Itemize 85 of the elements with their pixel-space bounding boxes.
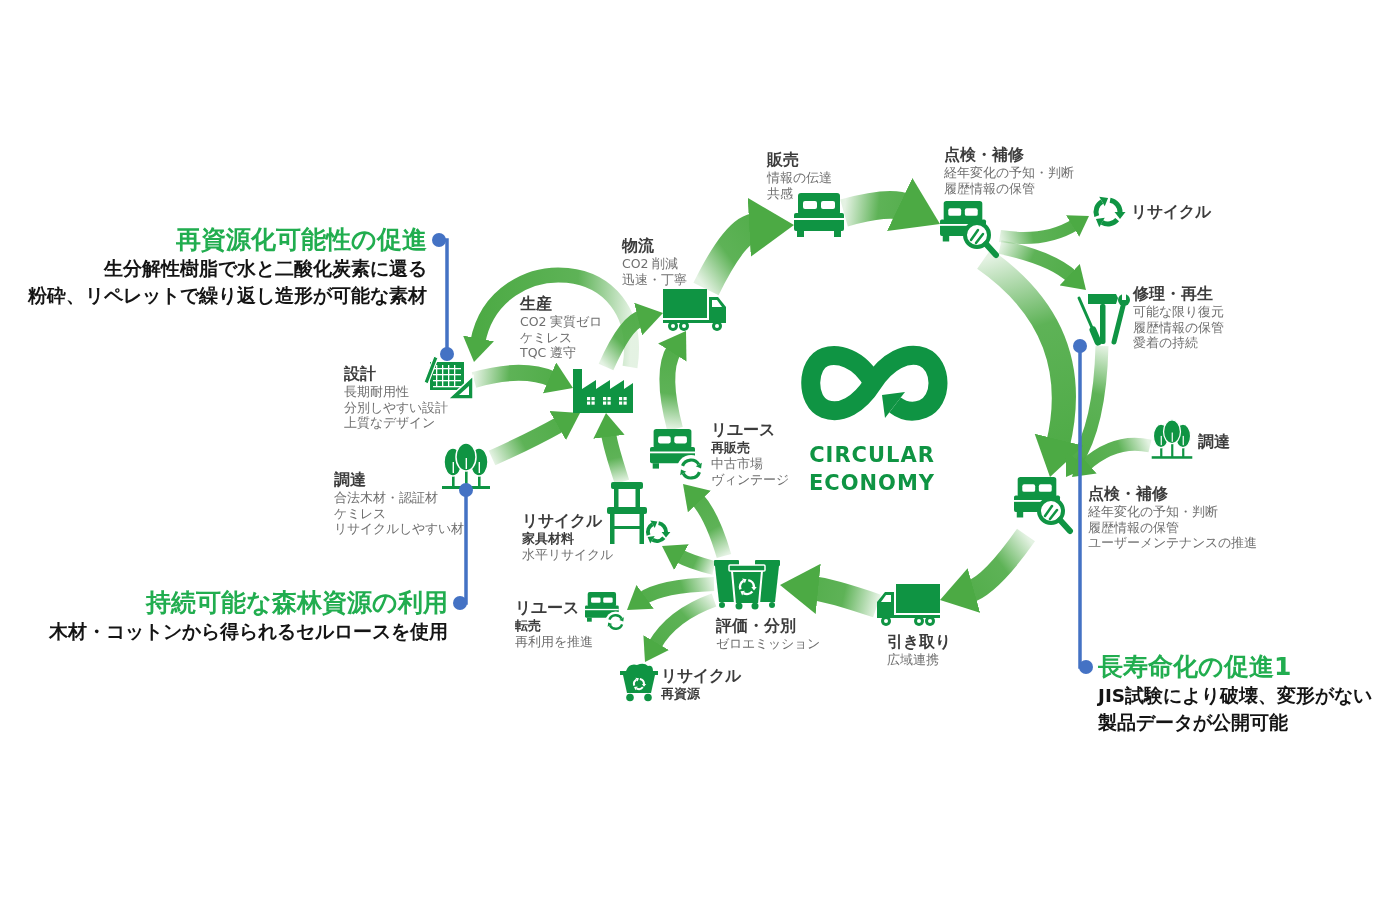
stage-note: 長期耐用性 xyxy=(344,384,409,400)
arrow xyxy=(998,240,1087,290)
factory-icon xyxy=(573,367,633,413)
stage-title: 物流 xyxy=(622,236,654,256)
stage-note: 情報の伝達 xyxy=(767,170,832,186)
callout-text: 粉砕、リペレットで繰り返し造形が可能な素材 xyxy=(28,284,427,308)
stage-title: 生産 xyxy=(520,294,552,314)
stage-note: 中古市場 xyxy=(711,456,763,472)
stage-note: TQC 遵守 xyxy=(520,345,577,361)
stage-subtitle: 家具材料 xyxy=(522,531,574,547)
stage-subtitle: 再販売 xyxy=(711,440,750,456)
arrow xyxy=(1065,345,1109,478)
stage-note: 上質なデザイン xyxy=(344,415,435,431)
stage-note: 水平リサイクル xyxy=(522,547,613,563)
stage-title: 設計 xyxy=(344,364,376,384)
stage-note: 分別しやすい設計 xyxy=(344,399,448,415)
recycling-cart-icon xyxy=(619,662,659,702)
stage-subtitle: 再資源 xyxy=(661,686,700,702)
stage-title: 調達 xyxy=(334,470,366,490)
chair-recycle-icon xyxy=(605,482,671,546)
stage-note: CO2 実質ゼロ xyxy=(520,314,603,330)
arrow xyxy=(657,330,688,431)
callout-text: 生分解性樹脂で水と二酸化炭素に還る xyxy=(104,257,427,281)
stage-note: 共感 xyxy=(767,185,793,201)
stage-note: 合法木材・認証材 xyxy=(334,490,438,506)
stage-note: ユーザーメンテナンスの推進 xyxy=(1088,535,1257,551)
arrow xyxy=(999,215,1090,244)
stage-title: 修理・再生 xyxy=(1133,284,1213,304)
bed-icon xyxy=(794,193,844,238)
stage-title: リユース xyxy=(515,598,579,618)
drafting-icon xyxy=(422,354,474,400)
stage-note: ケミレス xyxy=(520,329,572,345)
stage-title: 調達 xyxy=(1198,432,1230,452)
stage-title: リサイクル xyxy=(1131,202,1211,222)
stage-title: リサイクル xyxy=(661,666,741,686)
stage-note: リサイクルしやすい材 xyxy=(334,521,464,537)
stage-note: 可能な限り復元 xyxy=(1133,304,1224,320)
leader-line xyxy=(453,483,473,610)
stage-title: 評価・分別 xyxy=(716,616,796,636)
arrow xyxy=(593,413,630,485)
stage-title: 販売 xyxy=(767,150,799,170)
stage-note: 再利用を推進 xyxy=(515,634,593,650)
leader-line xyxy=(1073,339,1093,674)
center-title: CIRCULAR ECONOMY xyxy=(807,442,937,497)
stage-note: 履歴情報の保管 xyxy=(944,180,1035,196)
stage-note: CO2 削減 xyxy=(622,256,679,272)
arrow xyxy=(463,267,639,368)
arrow xyxy=(488,410,581,466)
arrow xyxy=(940,528,1035,612)
callout-text: JIS試験により破壊、変形がない製品データが公開可能 xyxy=(1098,684,1374,735)
callout-heading: 再資源化可能性の促進 xyxy=(176,225,427,255)
callout-heading: 持続可能な森林資源の利用 xyxy=(146,588,448,618)
stage-note: 履歴情報の保管 xyxy=(1088,519,1179,535)
stage-note: ケミレス xyxy=(334,505,386,521)
stage-title: 点検・補修 xyxy=(1088,484,1168,504)
truck-icon xyxy=(877,584,940,626)
stage-subtitle: 転売 xyxy=(515,618,541,634)
stage-note: 経年変化の予知・判断 xyxy=(944,165,1074,181)
arrow xyxy=(598,303,663,371)
stage-note: 広域連携 xyxy=(887,652,939,668)
arrow xyxy=(840,177,942,233)
arrow xyxy=(780,563,881,618)
stage-title: リサイクル xyxy=(522,511,602,531)
trees-icon xyxy=(1150,419,1194,460)
callout-heading: 長寿命化の促進1 xyxy=(1098,652,1292,682)
arrow xyxy=(471,362,574,394)
stage-note: 履歴情報の保管 xyxy=(1133,319,1224,335)
stage-note: 経年変化の予知・判断 xyxy=(1088,504,1218,520)
arrow xyxy=(643,593,717,662)
stage-title: 点検・補修 xyxy=(944,145,1024,165)
arrow xyxy=(661,544,716,575)
stage-note: 愛着の持続 xyxy=(1133,335,1198,351)
arrow xyxy=(626,577,715,610)
stage-note: 迅速・丁寧 xyxy=(622,271,687,287)
callout-text: 木材・コットンから得られるセルロースを使用 xyxy=(49,620,448,644)
stage-title: リユース xyxy=(711,420,775,440)
bed-magnifier-icon xyxy=(940,201,1000,259)
trees-icon xyxy=(440,442,492,490)
stage-note: ゼロエミッション xyxy=(716,636,820,652)
leader-line xyxy=(432,233,454,361)
truck-icon xyxy=(663,289,726,331)
arrow xyxy=(683,483,732,559)
stage-title: 引き取り xyxy=(887,632,951,652)
stage-note: ヴィンテージ xyxy=(711,471,789,487)
bed-magnifier-icon xyxy=(1014,477,1074,535)
